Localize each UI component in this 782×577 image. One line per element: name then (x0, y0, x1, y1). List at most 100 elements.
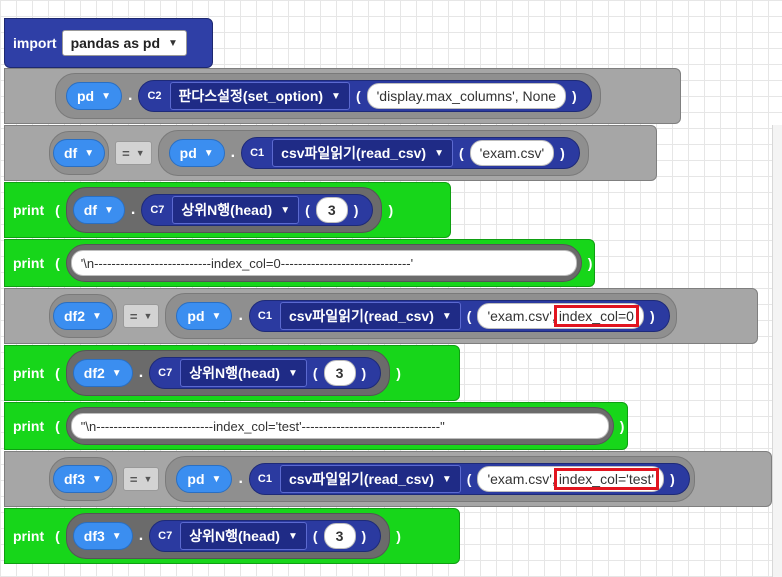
chevron-down-icon: ▼ (434, 147, 444, 159)
argument-field[interactable]: 'exam.csv', index_col=0 (477, 303, 644, 329)
variable-pd[interactable]: pd▼ (176, 465, 233, 493)
chevron-down-icon: ▼ (143, 311, 153, 321)
variable-df[interactable]: df▼ (72, 196, 125, 224)
close-paren: ) (396, 365, 401, 381)
method-call[interactable]: C2 판다스설정(set_option)▼ ( 'display.max_col… (138, 80, 592, 112)
chevron-down-icon: ▼ (441, 473, 452, 485)
variable-df3[interactable]: df3▼ (72, 522, 133, 550)
assign-df3-block[interactable]: df3▼ =▼ pd▼ . C1 csv파일읽기(read_csv)▼ ( 'e… (4, 451, 772, 507)
method-dropdown[interactable]: 상위N행(head)▼ (180, 359, 307, 387)
expression-slot: pd▼ . C1 csv파일읽기(read_csv)▼ ( 'exam.csv'… (165, 456, 695, 502)
expression-slot: "\n---------------------------index_col=… (65, 407, 614, 445)
open-paren: ( (312, 365, 318, 381)
variable-df2[interactable]: df2▼ (53, 302, 113, 330)
expression-slot: '\n---------------------------index_col=… (65, 244, 582, 282)
string-field[interactable]: "\n---------------------------index_col=… (70, 413, 609, 439)
open-paren: ( (459, 145, 464, 161)
chevron-down-icon: ▼ (111, 530, 122, 542)
target-slot: df3▼ (49, 457, 117, 501)
method-code: C7 (158, 367, 173, 379)
variable-pd[interactable]: pd▼ (168, 139, 225, 167)
method-dropdown[interactable]: csv파일읽기(read_csv)▼ (279, 465, 461, 493)
assign-operator-dropdown[interactable]: =▼ (122, 304, 160, 328)
method-dropdown[interactable]: csv파일읽기(read_csv)▼ (279, 302, 461, 330)
chevron-down-icon: ▼ (135, 148, 145, 158)
method-code: C7 (150, 204, 165, 216)
method-dropdown[interactable]: 판다스설정(set_option)▼ (169, 82, 350, 110)
open-paren: ( (312, 528, 318, 544)
close-paren: ) (587, 255, 593, 271)
open-paren: ( (305, 202, 310, 218)
print-block[interactable]: print ( df▼ . C7 상위N행(head)▼ ( 3 ) ) (4, 182, 451, 238)
number-field[interactable]: 3 (323, 360, 356, 386)
number-field[interactable]: 3 (315, 197, 348, 223)
variable-df2[interactable]: df2▼ (72, 359, 133, 387)
variable-pd[interactable]: pd▼ (66, 82, 123, 110)
dot-operator: . (130, 201, 136, 218)
close-paren: ) (572, 88, 577, 104)
method-dropdown[interactable]: csv파일읽기(read_csv)▼ (272, 139, 453, 167)
string-field[interactable]: '\n---------------------------index_col=… (70, 250, 577, 276)
variable-df[interactable]: df▼ (53, 139, 106, 167)
dot-operator: . (138, 364, 144, 381)
expression-slot: df3▼ . C7 상위N행(head)▼ ( 3 ) (65, 513, 391, 559)
dot-operator: . (128, 87, 133, 104)
chevron-down-icon: ▼ (280, 204, 291, 216)
method-call[interactable]: C1 csv파일읽기(read_csv)▼ ( 'exam.csv', inde… (248, 300, 670, 332)
print-keyword: print (13, 418, 45, 434)
chevron-down-icon: ▼ (287, 367, 298, 379)
argument-field[interactable]: 'exam.csv', index_col='test' (477, 466, 665, 492)
chevron-down-icon: ▼ (211, 310, 222, 322)
chevron-down-icon: ▼ (331, 90, 341, 102)
variable-df3[interactable]: df3▼ (53, 465, 113, 493)
print-block[interactable]: print ( df3▼ . C7 상위N행(head)▼ ( 3 ) ) (4, 508, 460, 564)
expression-slot: pd▼ . C2 판다스설정(set_option)▼ ( 'display.m… (55, 73, 601, 119)
method-call[interactable]: C1 csv파일읽기(read_csv)▼ ( 'exam.csv', inde… (248, 463, 690, 495)
chevron-down-icon: ▼ (168, 37, 178, 49)
assign-operator-dropdown[interactable]: =▼ (122, 467, 160, 491)
method-code: C7 (158, 530, 173, 542)
close-paren: ) (388, 202, 394, 218)
chevron-down-icon: ▼ (287, 530, 298, 542)
dot-operator: . (238, 307, 243, 324)
vertical-scrollbar[interactable] (772, 125, 782, 577)
method-code: C1 (250, 147, 265, 159)
close-paren: ) (560, 145, 565, 161)
module-dropdown[interactable]: pandas as pd ▼ (61, 30, 187, 56)
close-paren: ) (361, 365, 367, 381)
print-block[interactable]: print ( df2▼ . C7 상위N행(head)▼ ( 3 ) ) (4, 345, 460, 401)
variable-pd[interactable]: pd▼ (176, 302, 233, 330)
print-block[interactable]: print ( '\n---------------------------in… (4, 239, 595, 287)
argument-field[interactable]: 'exam.csv' (469, 140, 555, 166)
expression-slot: df2▼ . C7 상위N행(head)▼ ( 3 ) (65, 350, 391, 396)
set-option-block[interactable]: pd▼ . C2 판다스설정(set_option)▼ ( 'display.m… (4, 68, 681, 124)
import-block[interactable]: import pandas as pd ▼ (4, 18, 213, 68)
print-block[interactable]: print ( "\n---------------------------in… (4, 402, 628, 450)
expression-slot: pd▼ . C1 csv파일읽기(read_csv)▼ ( 'exam.csv'… (157, 130, 589, 176)
method-call[interactable]: C7 상위N행(head)▼ ( 3 ) (149, 357, 382, 389)
method-code: C1 (257, 310, 272, 322)
method-dropdown[interactable]: 상위N행(head)▼ (172, 196, 300, 224)
chevron-down-icon: ▼ (104, 204, 114, 216)
method-call[interactable]: C1 csv파일읽기(read_csv)▼ ( 'exam.csv' ) (241, 137, 580, 169)
number-field[interactable]: 3 (323, 523, 356, 549)
method-call[interactable]: C7 상위N행(head)▼ ( 3 ) (141, 194, 374, 226)
open-paren: ( (355, 88, 361, 104)
assign-operator-dropdown[interactable]: =▼ (115, 141, 152, 165)
method-call[interactable]: C7 상위N행(head)▼ ( 3 ) (149, 520, 382, 552)
print-keyword: print (13, 528, 45, 544)
assign-df2-block[interactable]: df2▼ =▼ pd▼ . C1 csv파일읽기(read_csv)▼ ( 'e… (4, 288, 758, 344)
dot-operator: . (238, 470, 243, 487)
print-keyword: print (13, 365, 45, 381)
target-slot: df2▼ (49, 294, 117, 338)
print-keyword: print (13, 255, 45, 271)
method-dropdown[interactable]: 상위N행(head)▼ (180, 522, 307, 550)
close-paren: ) (361, 528, 367, 544)
chevron-down-icon: ▼ (441, 310, 452, 322)
import-keyword: import (13, 35, 57, 51)
assign-df-block[interactable]: df▼ =▼ pd▼ . C1 csv파일읽기(read_csv)▼ ( 'ex… (4, 125, 657, 181)
argument-field[interactable]: 'display.max_columns', None (366, 83, 567, 109)
chevron-down-icon: ▼ (143, 474, 153, 484)
open-paren: ( (466, 471, 472, 487)
open-paren: ( (466, 308, 472, 324)
